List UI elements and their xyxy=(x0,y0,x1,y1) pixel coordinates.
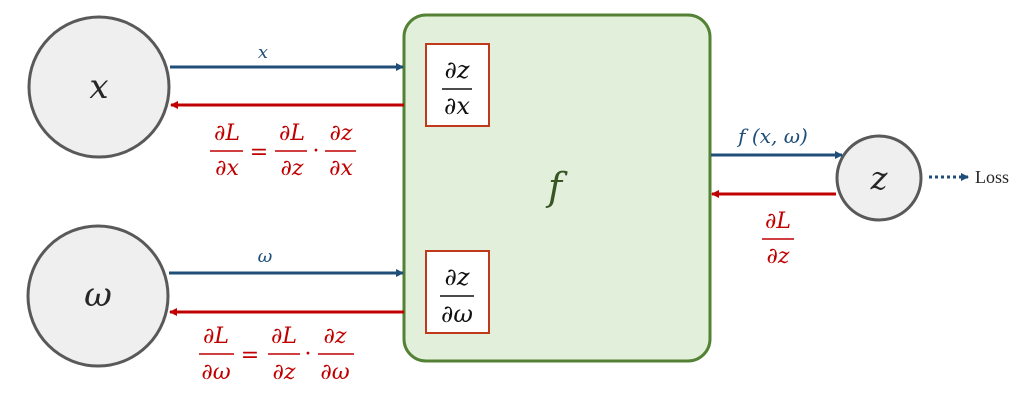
x-grad-r1-num: ∂L xyxy=(279,121,305,146)
node-omega-label: ω xyxy=(84,275,112,315)
w-grad-r2-num: ∂z xyxy=(324,324,347,349)
x-grad-lhs-num: ∂L xyxy=(214,121,240,146)
local-grad-w-den: ∂ω xyxy=(441,300,473,328)
w-grad-r1-den: ∂z xyxy=(273,360,296,385)
x-gradient-formula: ∂L ∂x = ∂L ∂z · ∂z ∂x xyxy=(210,121,356,181)
node-z-label: z xyxy=(870,159,889,197)
local-grad-w-box xyxy=(425,250,490,334)
forward-label-omega: ω xyxy=(258,246,273,267)
forward-label-x: x xyxy=(258,42,268,63)
w-grad-dot: · xyxy=(305,342,312,367)
x-grad-eq: = xyxy=(250,140,268,165)
w-grad-lhs-num: ∂L xyxy=(203,324,229,349)
local-grad-w-num: ∂z xyxy=(444,263,469,291)
x-grad-r2-num: ∂z xyxy=(330,121,353,146)
w-grad-r2-den: ∂ω xyxy=(320,360,349,385)
local-grad-x-den: ∂x xyxy=(444,92,470,120)
omega-gradient-formula: ∂L ∂ω = ∂L ∂z · ∂z ∂ω xyxy=(199,324,354,385)
z-gradient-formula: ∂L ∂z xyxy=(762,209,794,269)
local-grad-x-box xyxy=(425,43,490,127)
x-grad-r2-den: ∂x xyxy=(329,156,353,181)
w-grad-eq: = xyxy=(241,343,259,368)
local-grad-x-num: ∂z xyxy=(444,56,469,84)
node-x xyxy=(27,15,171,159)
node-z xyxy=(835,134,923,222)
x-grad-lhs-den: ∂x xyxy=(215,156,239,181)
w-grad-lhs-den: ∂ω xyxy=(201,360,230,385)
node-omega xyxy=(26,224,170,368)
z-grad-den: ∂z xyxy=(767,244,790,269)
forward-label-output: f (x, ω) xyxy=(736,124,808,148)
w-grad-r1-num: ∂L xyxy=(271,324,297,349)
x-grad-r1-den: ∂z xyxy=(281,156,304,181)
loss-label: Loss xyxy=(975,167,1009,187)
node-x-label: x xyxy=(89,67,108,107)
z-grad-num: ∂L xyxy=(765,209,791,234)
x-grad-dot: · xyxy=(313,139,320,164)
